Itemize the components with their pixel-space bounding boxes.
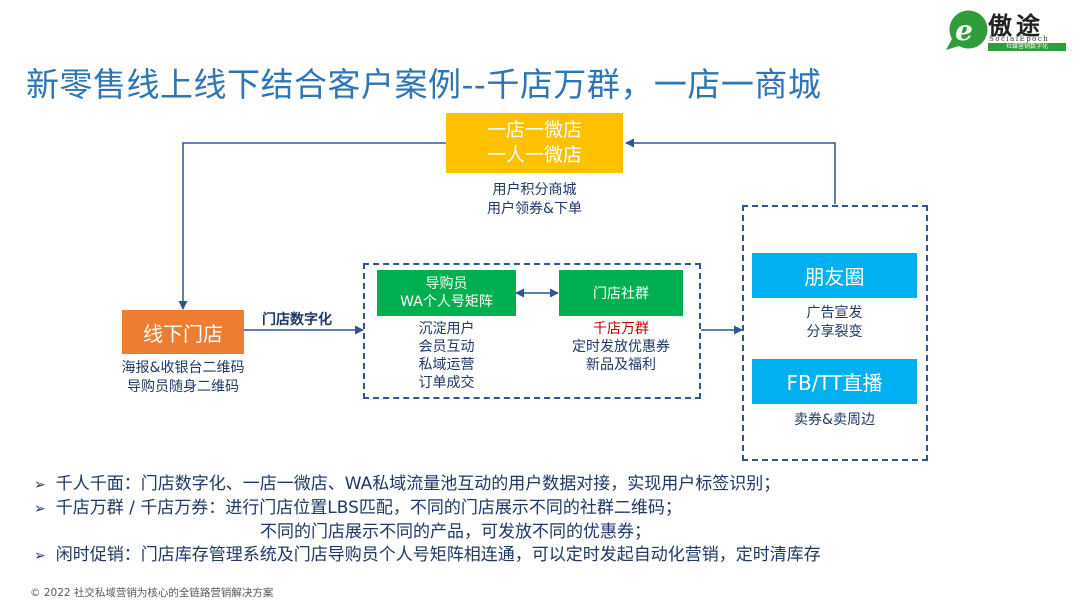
node-offline-store: 线下门店 — [122, 310, 244, 354]
caption-highlight: 千店万群 — [593, 321, 649, 337]
node-offline-store-label: 线下门店 — [143, 321, 223, 346]
arrow-top-to-store — [178, 142, 446, 310]
bullet-text: 千店万群 / 千店万券：进行门店位置LBS匹配，不同的门店展示不同的社群二维码； — [55, 498, 682, 518]
moments-caption: 广告宣发 分享裂变 — [752, 304, 917, 342]
node-online-shop-line1: 一店一微店 — [486, 119, 582, 141]
wa-operations-group — [363, 263, 701, 399]
svg-text:e: e — [955, 14, 973, 47]
caption-line: 私域运营 — [418, 357, 475, 373]
node-live-stream-label: FB/TT直播 — [786, 371, 883, 395]
online-shop-caption: 用户积分商城 用户领券&下单 — [446, 181, 623, 219]
bullet-item: ➢ 千店万群 / 千店万券：进行门店位置LBS匹配，不同的门店展示不同的社群二维码… — [34, 497, 821, 521]
bullet-text: 千人千面：门店数字化、一店一微店、WA私域流量池互动的用户数据对接，实现用户标签… — [55, 474, 781, 494]
node-store-community-label: 门店社群 — [593, 286, 649, 302]
node-store-community: 门店社群 — [559, 270, 683, 316]
shopping-guide-caption: 沉淀用户 会员互动 私域运营 订单成交 — [377, 320, 516, 392]
caption-line: 分享裂变 — [806, 324, 863, 340]
caption-line: 海报&收银台二维码 — [121, 360, 245, 376]
logo-subtitle: SocialEpoch — [989, 35, 1050, 43]
node-shopping-guide-line1: 导购员 — [425, 276, 468, 292]
caption-line: 用户积分商城 — [492, 182, 577, 198]
node-live-stream: FB/TT直播 — [752, 359, 917, 404]
bullet-arrow-icon: ➢ — [34, 477, 46, 493]
node-shopping-guide-line2: WA个人号矩阵 — [400, 294, 493, 310]
bullet-item: ➢ 千人千面：门店数字化、一店一微店、WA私域流量池互动的用户数据对接，实现用户标… — [34, 473, 821, 497]
caption-line: 卖券&卖周边 — [794, 412, 875, 428]
node-moments-label: 朋友圈 — [804, 265, 865, 289]
logo-tagline: 社媒营销数字化 — [988, 43, 1066, 51]
store-community-caption: 千店万群 定时发放优惠券 新品及福利 — [549, 320, 693, 374]
bullet-arrow-icon: ➢ — [34, 501, 46, 517]
offline-store-caption: 海报&收银台二维码 导购员随身二维码 — [102, 359, 264, 397]
caption-line: 沉淀用户 — [418, 321, 475, 337]
edge-label-digitalization: 门店数字化 — [262, 312, 332, 328]
page-title: 新零售线上线下结合客户案例--千店万群，一店一商城 — [26, 65, 822, 104]
bullet-item-continuation: 不同的门店展示不同的产品，可发放不同的优惠券； — [34, 521, 821, 544]
logo-name: 傲途 — [988, 12, 1044, 40]
node-online-shop: 一店一微店 一人一微店 — [446, 113, 623, 173]
copyright-footer: © 2022 社交私域营销为核心的全链路营销解决方案 — [30, 587, 274, 599]
caption-line: 定时发放优惠券 — [572, 339, 670, 355]
arrow-social-to-top — [625, 138, 836, 204]
logo-e-icon: e — [946, 10, 988, 51]
social-channels-group — [742, 205, 928, 461]
node-moments: 朋友圈 — [752, 253, 917, 298]
caption-line: 会员互动 — [418, 339, 475, 355]
caption-line: 广告宣发 — [806, 305, 863, 321]
bullet-text: 不同的门店展示不同的产品，可发放不同的优惠券； — [260, 522, 651, 542]
node-shopping-guide: 导购员 WA个人号矩阵 — [377, 270, 516, 316]
caption-line: 订单成交 — [418, 375, 475, 391]
caption-line: 新品及福利 — [586, 357, 656, 373]
bullet-item: ➢ 闲时促销：门店库存管理系统及门店导购员个人号矩阵相连通，可以定时发起自动化营销… — [34, 544, 821, 568]
live-stream-caption: 卖券&卖周边 — [752, 411, 917, 430]
bullet-list: ➢ 千人千面：门店数字化、一店一微店、WA私域流量池互动的用户数据对接，实现用户标… — [34, 473, 821, 568]
caption-line: 导购员随身二维码 — [127, 379, 239, 395]
caption-line: 用户领券&下单 — [487, 201, 582, 217]
bullet-text: 闲时促销：门店库存管理系统及门店导购员个人号矩阵相连通，可以定时发起自动化营销，… — [55, 545, 821, 565]
bullet-arrow-icon: ➢ — [34, 548, 46, 564]
brand-logo: e 傲途 SocialEpoch 社媒营销数字化 — [942, 6, 1068, 52]
node-online-shop-line2: 一人一微店 — [486, 144, 582, 166]
